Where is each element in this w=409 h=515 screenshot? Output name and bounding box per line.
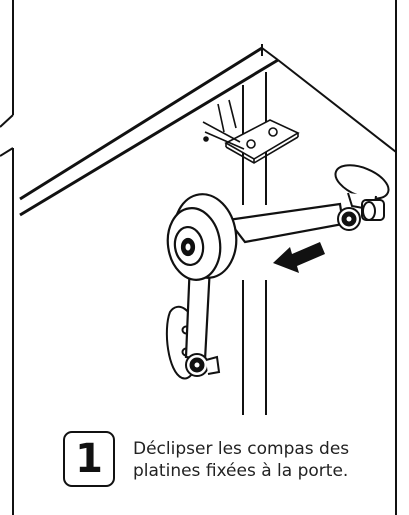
- door-plate: [334, 164, 390, 221]
- page-border: [0, 0, 397, 515]
- step-instruction: Déclipser les compas des platines fixées…: [133, 439, 350, 481]
- step-number-box: 1: [63, 431, 115, 487]
- mounting-plate: [202, 99, 300, 164]
- step-number: 1: [75, 436, 103, 482]
- cabinet-top-panel: [19, 44, 397, 217]
- cabinet-side-panel: [242, 72, 267, 415]
- arm-joint-right: [337, 207, 361, 231]
- hinge-disc: [166, 193, 238, 281]
- arm-joint-bottom: [185, 353, 221, 377]
- unclip-arrow: [273, 242, 325, 273]
